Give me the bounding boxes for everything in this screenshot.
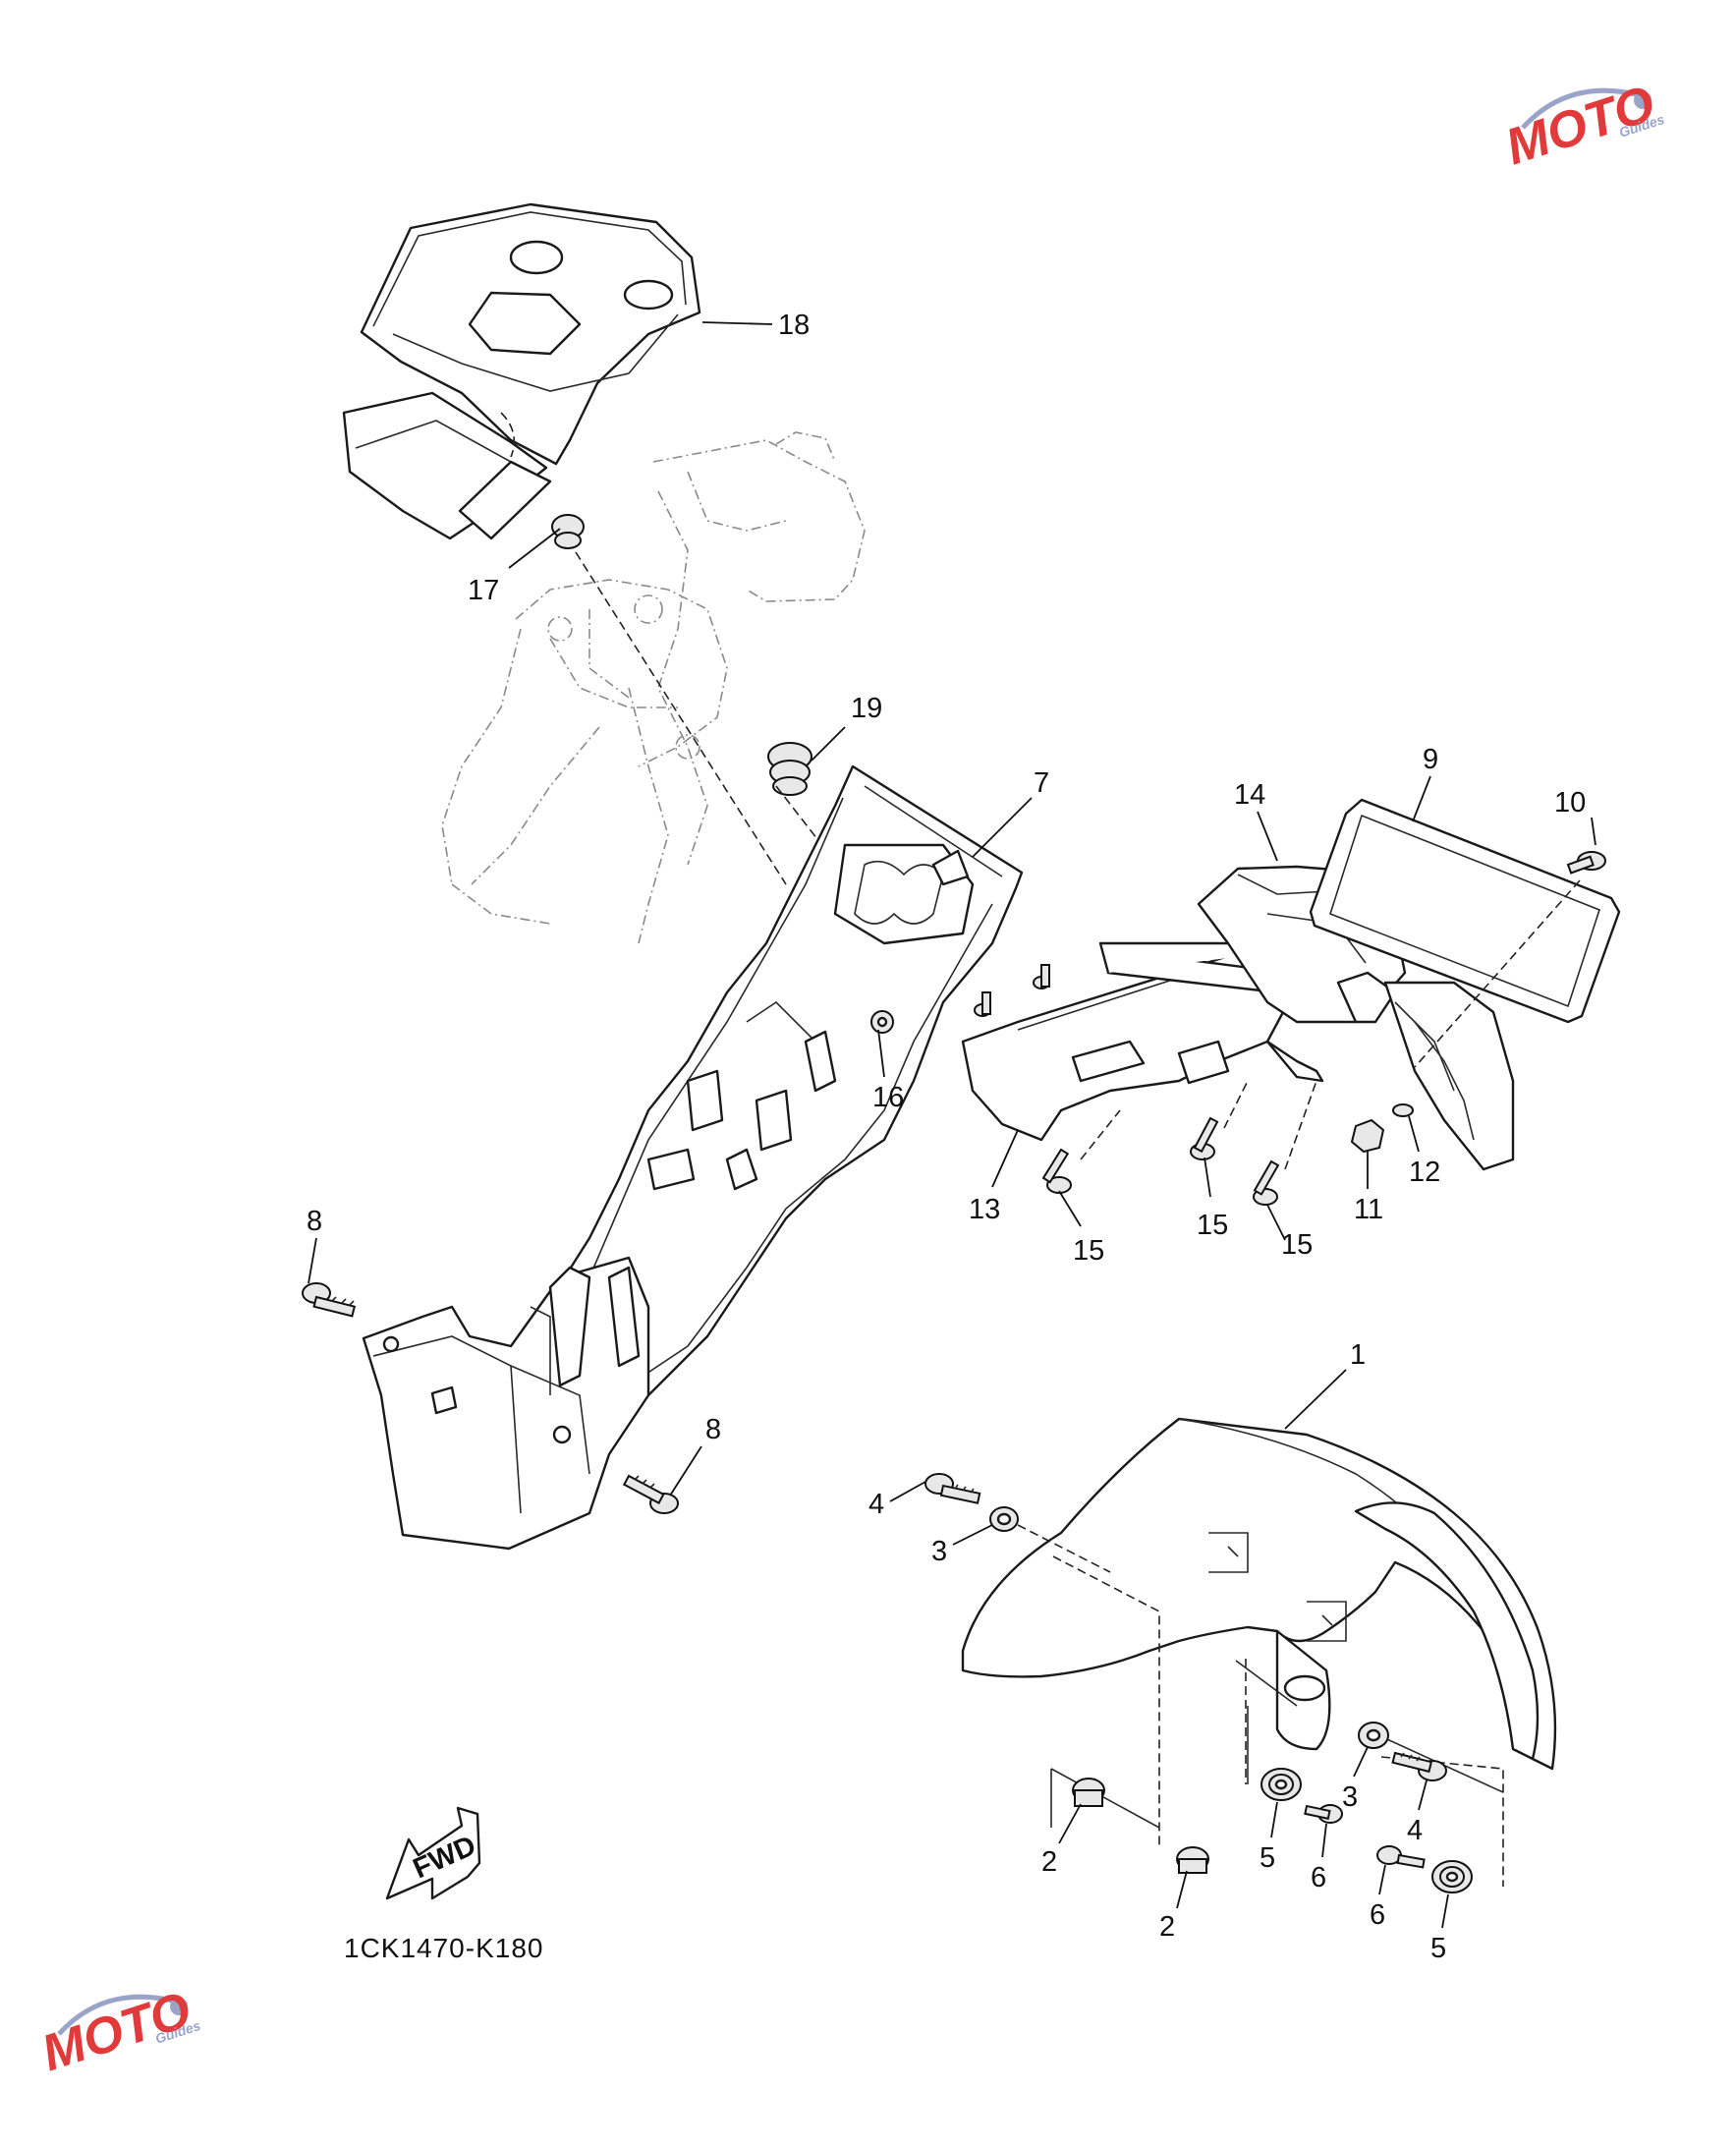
callout-4-b: 4	[1407, 1815, 1423, 1846]
callout-3-a: 3	[931, 1536, 947, 1567]
part-13-bracket	[961, 951, 1324, 1142]
callout-12: 12	[1409, 1157, 1440, 1188]
diagram-code: 1CK1470-K180	[344, 1933, 543, 1963]
part-6-bolt-right	[1376, 1845, 1426, 1869]
callout-19: 19	[851, 693, 882, 724]
callout-2-b: 2	[1159, 1911, 1175, 1943]
callout-8-b: 8	[705, 1414, 721, 1445]
part-4-bolt-lower	[1391, 1751, 1447, 1781]
part-6-bolt-left	[1304, 1804, 1343, 1824]
part-11-nut	[1350, 1118, 1385, 1154]
callout-14: 14	[1234, 779, 1265, 811]
part-7-rear-inner-fender	[362, 764, 1024, 1551]
part-3-grommet-upper	[989, 1506, 1111, 1573]
part-8-bolt-right	[622, 1474, 679, 1514]
callout-2-a: 2	[1041, 1846, 1057, 1878]
callout-16: 16	[872, 1082, 904, 1113]
part-2-collar-left	[1072, 1778, 1105, 1807]
part-18-tail-tray	[342, 202, 701, 540]
callout-18: 18	[778, 310, 810, 341]
part-8-bolt-left	[302, 1282, 357, 1318]
part-1-front-fender	[961, 1417, 1557, 1887]
fwd-arrow-icon: FWD	[385, 1806, 481, 1900]
callout-15-b: 15	[1197, 1210, 1228, 1241]
callout-6-a: 6	[1311, 1862, 1326, 1893]
frame-phantom-outline	[441, 431, 866, 944]
part-12-washer	[1392, 1103, 1414, 1117]
callout-5-b: 5	[1430, 1933, 1446, 1964]
callout-3-b: 3	[1342, 1781, 1358, 1813]
part-2-collar-right	[1176, 1846, 1209, 1874]
part-17-grommet	[551, 514, 787, 885]
part-16-nut	[870, 1010, 894, 1034]
watermark-logo-bottom: MOTO Guides	[35, 1981, 202, 2082]
callout-labels: 18 17 19 7 14 9 10 16 13 15 15 15 11 12 …	[307, 310, 1586, 1964]
leader-lines	[308, 321, 1596, 1929]
callout-15-c: 15	[1281, 1229, 1313, 1261]
part-10-screw	[1414, 851, 1606, 1068]
callout-8-a: 8	[307, 1206, 322, 1237]
callout-15-a: 15	[1073, 1235, 1104, 1267]
callout-11: 11	[1354, 1194, 1383, 1225]
part-5-damper-right	[1431, 1860, 1473, 1893]
part-5-damper-left	[1260, 1768, 1302, 1801]
watermark-logo-top: MOTO Guides	[1499, 75, 1666, 176]
callout-4-a: 4	[868, 1489, 884, 1520]
part-4-bolt-upper	[924, 1473, 981, 1504]
part-9-plate-seal	[1309, 798, 1621, 1024]
callout-6-b: 6	[1370, 1899, 1385, 1931]
part-3-grommet-lower	[1358, 1722, 1389, 1749]
part-15-screws	[1041, 1080, 1317, 1206]
callout-10: 10	[1554, 787, 1586, 819]
callout-5-a: 5	[1260, 1842, 1275, 1874]
callout-17: 17	[468, 575, 499, 606]
callout-7: 7	[1034, 767, 1049, 799]
callout-13: 13	[969, 1194, 1000, 1225]
callout-1: 1	[1350, 1339, 1366, 1371]
callout-9: 9	[1423, 744, 1438, 775]
